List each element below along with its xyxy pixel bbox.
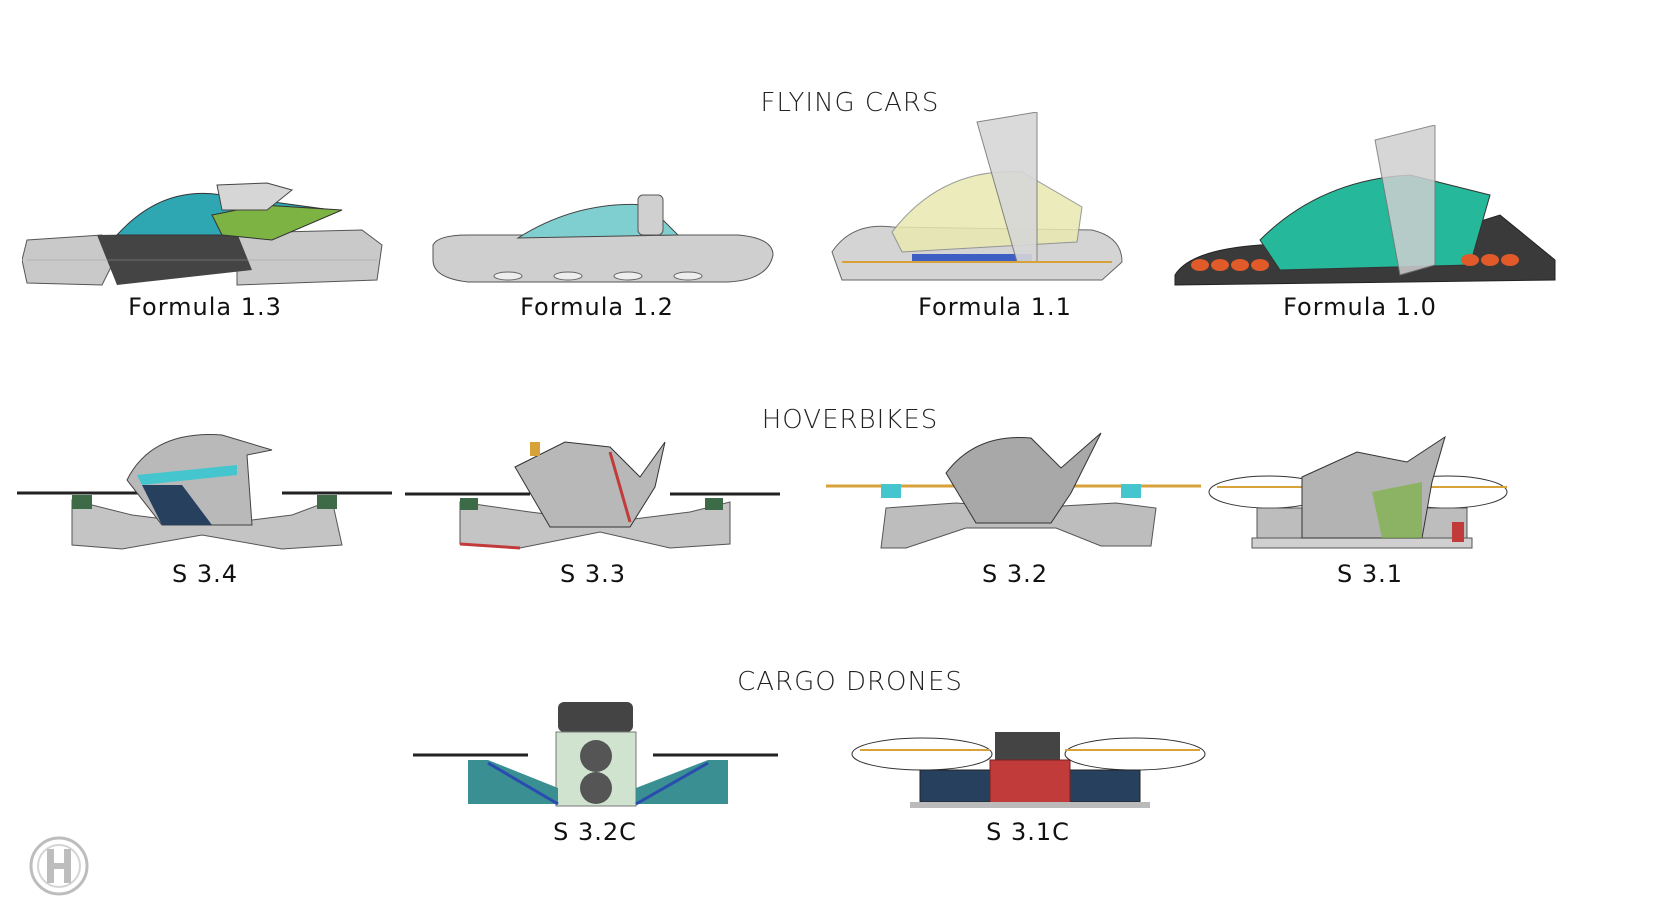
vehicle-s-3-2 <box>826 428 1204 552</box>
label-formula-1-2: Formula 1.2 <box>520 293 674 321</box>
vehicle-s-3-2c <box>408 698 783 810</box>
label-formula-1-1: Formula 1.1 <box>918 293 1072 321</box>
label-formula-1-3: Formula 1.3 <box>128 293 282 321</box>
vehicle-formula-1-3 <box>22 175 387 295</box>
vehicle-formula-1-1 <box>822 112 1127 287</box>
label-s-3-1: S 3.1 <box>1336 560 1404 588</box>
section-title-hoverbikes: HOVERBIKES <box>761 405 939 435</box>
label-s-3-2: S 3.2 <box>981 560 1049 588</box>
vehicle-formula-1-0 <box>1170 125 1558 290</box>
vehicle-s-3-1 <box>1207 432 1512 554</box>
label-s-3-4: S 3.4 <box>171 560 239 588</box>
vehicle-formula-1-2 <box>428 190 778 290</box>
label-s-3-1c: S 3.1C <box>986 818 1070 846</box>
vehicle-s-3-3 <box>400 432 785 552</box>
h-circle-logo-icon <box>28 835 90 897</box>
label-s-3-3: S 3.3 <box>559 560 627 588</box>
section-title-flying-cars: FLYING CARS <box>760 88 940 118</box>
label-s-3-2c: S 3.2C <box>553 818 637 846</box>
vehicle-s-3-4 <box>12 425 397 553</box>
label-formula-1-0: Formula 1.0 <box>1283 293 1437 321</box>
section-title-cargo-drones: CARGO DRONES <box>737 667 963 697</box>
vehicle-s-3-1c <box>850 730 1208 812</box>
